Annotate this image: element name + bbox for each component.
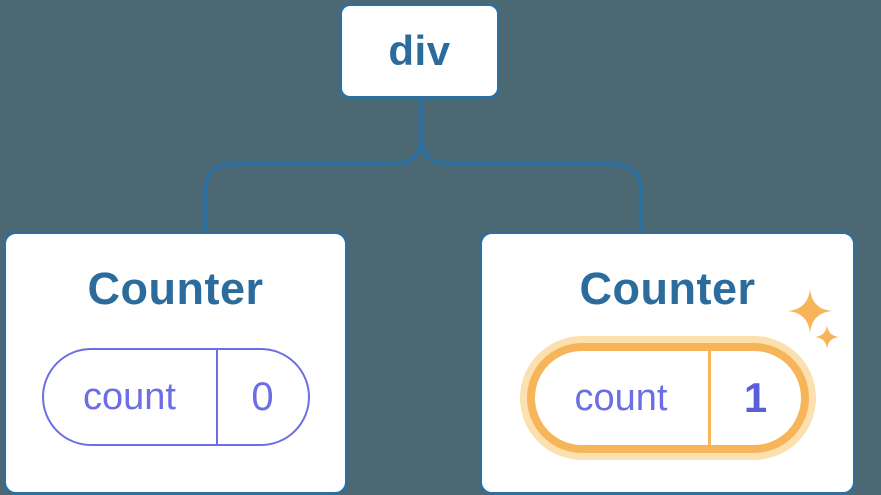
root-node: div — [339, 3, 500, 99]
state-value: 1 — [743, 374, 768, 421]
card-title: Counter — [87, 263, 264, 314]
state-pill: count 0 — [41, 348, 310, 446]
counter-card-right: Counter count 1 — [479, 231, 856, 495]
root-node-label: div — [388, 27, 451, 74]
state-pill-highlighted: count 1 — [526, 343, 809, 453]
state-value: 0 — [251, 374, 274, 419]
state-key: count — [44, 350, 218, 444]
card-title: Counter — [579, 263, 756, 314]
state-pill-wrap: count 0 — [41, 314, 310, 446]
counter-card-left: Counter count 0 — [3, 231, 348, 495]
sparkles-icon — [787, 289, 839, 349]
state-key: count — [535, 351, 711, 445]
state-pill-wrap: count 1 — [526, 289, 839, 453]
